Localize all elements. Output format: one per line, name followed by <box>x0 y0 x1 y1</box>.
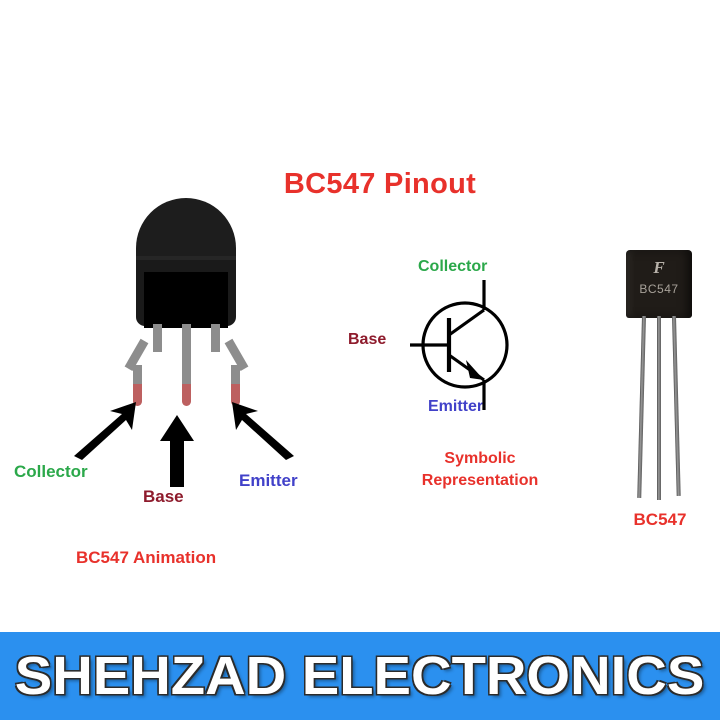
transistor-package-illustration <box>124 198 249 410</box>
photo-package-marking: BC547 <box>639 282 679 296</box>
pin-label-base: Base <box>143 487 184 506</box>
photo-lead-3 <box>672 315 681 496</box>
lead-base-vertical <box>182 324 191 390</box>
lead-tip-base <box>182 384 191 406</box>
photo-lead-1 <box>637 315 646 498</box>
lead-collector-vertical-lower <box>133 365 142 390</box>
pin-label-emitter: Emitter <box>239 471 298 490</box>
caption-symbolic-representation: Symbolic Representation <box>390 448 570 491</box>
symbol-label-base: Base <box>348 331 387 348</box>
photo-lead-2 <box>657 316 661 500</box>
manufacturer-logo-icon: F <box>653 258 665 277</box>
lead-emitter-vertical-upper <box>211 324 220 352</box>
caption-symbolic-line1: Symbolic <box>444 450 516 467</box>
package-flat-face <box>144 272 228 328</box>
caption-symbolic-line2: Representation <box>421 471 539 489</box>
page-title: BC547 Pinout <box>283 168 477 200</box>
lead-collector-vertical-upper <box>153 324 162 352</box>
lead-tip-emitter <box>231 384 240 406</box>
store-banner: SHEHZAD ELECTRONICS <box>0 632 720 720</box>
npn-symbol-graphic <box>410 280 509 410</box>
arrow-up-icon <box>160 415 194 487</box>
lead-tip-collector <box>133 384 142 406</box>
store-name: SHEHZAD ELECTRONICS <box>15 646 705 706</box>
caption-bc547-photo: BC547 <box>633 510 687 529</box>
transistor-photo: F BC547 <box>612 250 708 500</box>
symbol-label-collector: Collector <box>418 258 488 275</box>
caption-bc547-animation: BC547 Animation <box>76 548 217 567</box>
photo-package-body: F BC547 <box>626 250 692 318</box>
arrow-up-right-icon <box>74 402 136 460</box>
pin-label-collector: Collector <box>14 462 88 481</box>
symbol-label-emitter: Emitter <box>428 398 484 415</box>
lead-emitter-vertical-lower <box>231 365 240 390</box>
arrow-up-left-icon <box>232 402 294 460</box>
npn-transistor-symbol: Collector Base Emitter <box>340 258 570 418</box>
